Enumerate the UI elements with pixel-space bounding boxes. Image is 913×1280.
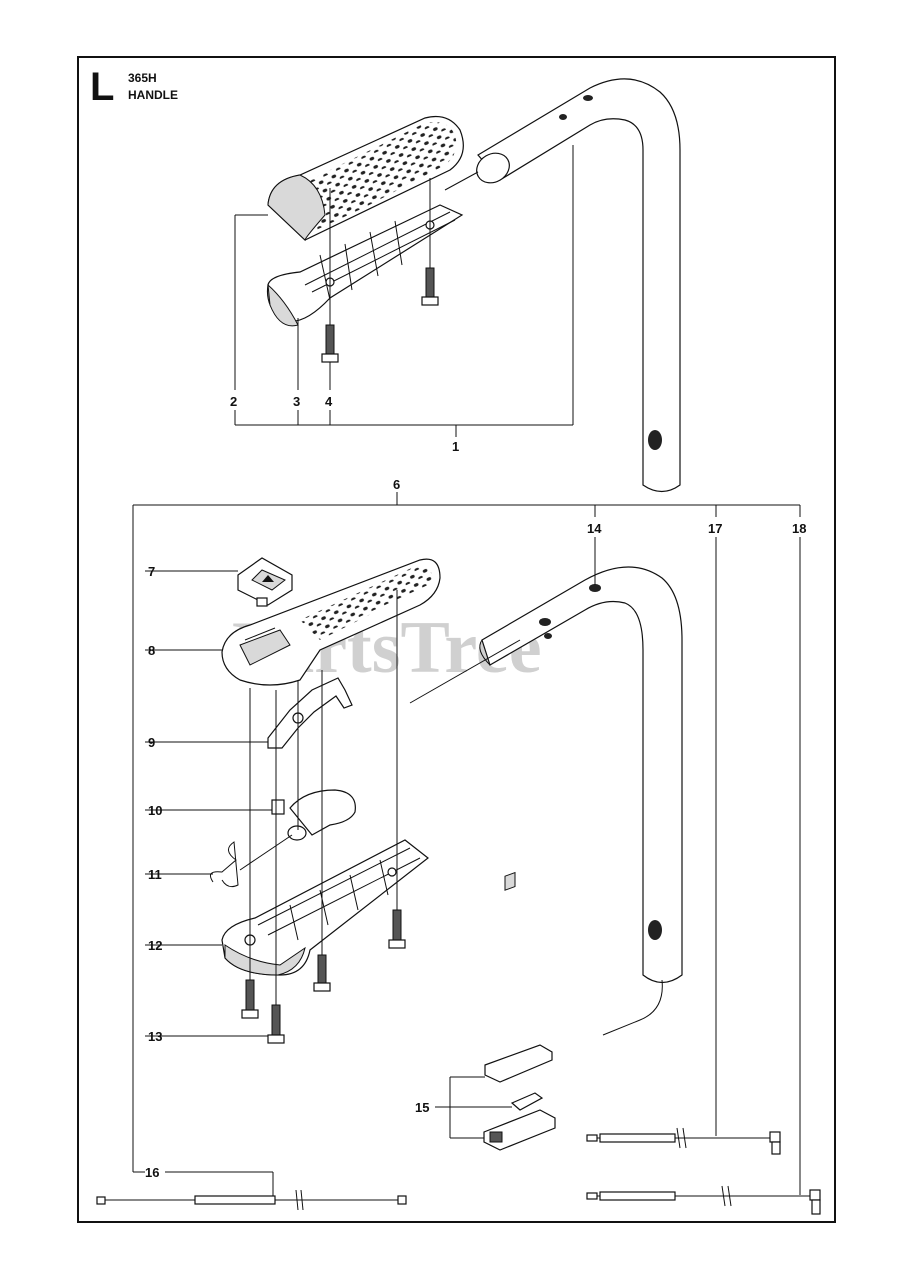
callout-13: 13 [148,1029,162,1044]
callout-3: 3 [293,394,300,409]
assembly-6-bracket [132,492,801,1173]
callout-4: 4 [325,394,333,409]
section-title: HANDLE [128,88,178,102]
part-16-cable [96,1171,407,1211]
callout-11: 11 [148,867,162,882]
lower-handle-tube [409,537,683,1036]
part-13-screws [145,590,406,1044]
callout-1: 1 [452,439,459,454]
part-7-switch [145,557,293,607]
callout-10: 10 [148,803,162,818]
callout-9: 9 [148,735,155,750]
callout-8: 8 [148,643,155,658]
upper-leaders [234,145,574,437]
callout-6: 6 [393,477,400,492]
callout-12: 12 [148,938,162,953]
callout-14: 14 [587,521,602,536]
section-letter: L [90,65,114,109]
part-9-trigger [145,677,353,749]
upper-screws [321,178,439,363]
callout-16: 16 [145,1165,159,1180]
part-10-lockout [145,789,356,836]
part-17-cable [586,537,781,1155]
upper-grip-lower-half [266,204,464,327]
upper-handle-tube [476,78,681,493]
part-11-spring [145,825,307,888]
upper-grip [267,115,464,242]
part-18-cable [586,537,821,1215]
part-12-grip-bottom [145,839,429,976]
callout-17: 17 [708,521,722,536]
callout-2: 2 [230,394,237,409]
page-frame [77,56,836,1223]
callout-15: 15 [415,1100,429,1115]
part-8-grip-top [145,558,441,686]
model-number: 365H [128,71,157,85]
part-15-connectors [435,871,556,1151]
callout-7: 7 [148,564,155,579]
callout-18: 18 [792,521,806,536]
